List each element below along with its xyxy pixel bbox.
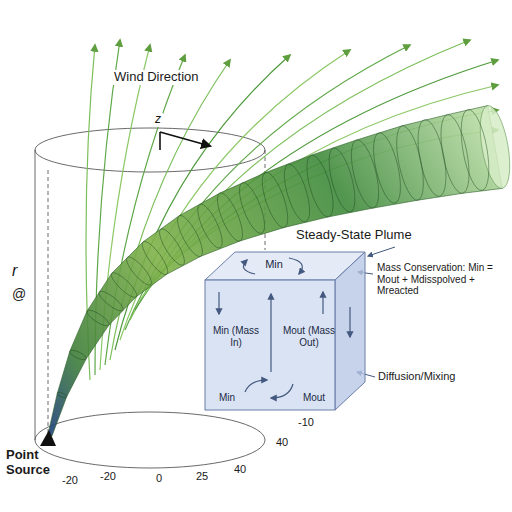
process-label: Diffusion/Mixing	[378, 370, 455, 383]
point-source-marker	[40, 430, 56, 446]
wind-direction-label: Wind Direction	[112, 70, 201, 85]
source-label: Point Source	[6, 448, 62, 478]
axis-tick: -10	[298, 416, 314, 429]
axis-tick: -20	[100, 470, 116, 483]
equation-note: Mass Conservation: Min = Mout + Mdisspol…	[377, 262, 509, 297]
plume-label: Steady-State Plume	[296, 228, 412, 243]
flow-label: Mout	[298, 392, 330, 404]
steady-state-plume	[48, 103, 512, 436]
flow-label: Min	[214, 392, 240, 404]
axis-tick: 25	[196, 470, 208, 483]
flow-label: Mout (Mass Out)	[281, 325, 337, 348]
axis-label: @	[12, 286, 26, 302]
control-volume: MinMin (Mass In)Mout (Mass Out)MinMout	[205, 252, 365, 410]
axis-tick: 40	[234, 463, 246, 476]
axis-tick: 0	[156, 472, 162, 485]
axis-triad	[160, 132, 210, 150]
axis-tick: 40	[276, 436, 288, 449]
flow-label: Min	[262, 258, 286, 271]
flow-label: Min (Mass In)	[209, 325, 263, 348]
axis-label: z	[153, 113, 163, 127]
axis-label: r	[12, 262, 17, 280]
axis-tick: -20	[62, 474, 78, 487]
